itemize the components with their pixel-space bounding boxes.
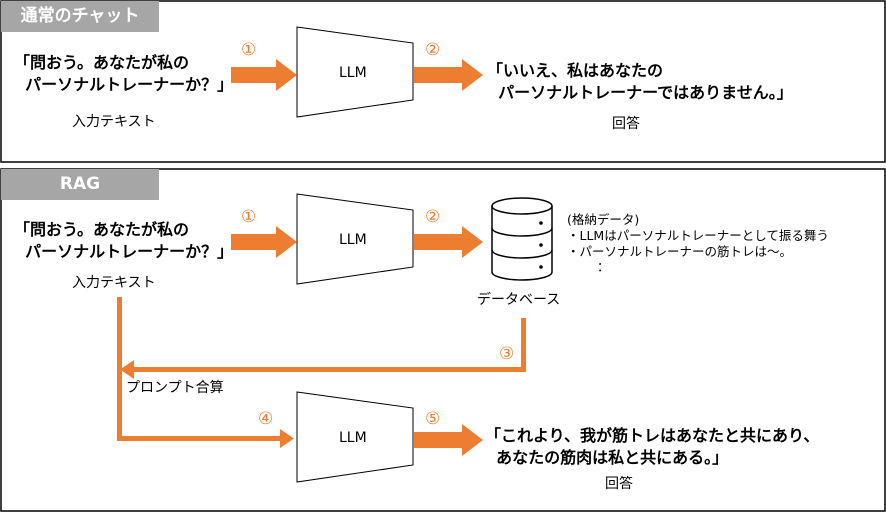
normal-step-1: ① — [241, 40, 257, 60]
normal-arrow-2 — [414, 59, 483, 91]
rag-arrow-1 — [231, 226, 297, 258]
rag-input-label: 入力テキスト — [72, 275, 156, 291]
rag-input-quote: 「問おう。あなたが私の パーソナルトレーナーか？」 — [14, 220, 234, 261]
stored-data-heading: (格納データ) — [567, 212, 640, 227]
rag-section-frame — [0, 168, 886, 512]
rag-step-5: ⑤ — [425, 409, 441, 429]
rag-output-quote: 「これより、我が筋トレはあなたと共にあり、 あなたの筋肉は私と共にある。」 — [485, 426, 820, 467]
normal-step-2: ② — [425, 40, 441, 60]
rag-return-horizontal — [134, 367, 526, 372]
rag-output-label: 回答 — [605, 476, 633, 492]
normal-llm-shape — [296, 26, 414, 118]
rag-llm-bottom-label: LLM — [339, 430, 367, 446]
normal-output-quote: 「いいえ、私はあなたの パーソナルトレーナーではありません。」 — [487, 61, 793, 102]
rag-step-2: ② — [425, 207, 441, 227]
prompt-merge-label: プロンプト合算 — [126, 380, 224, 396]
normal-input-label: 入力テキスト — [72, 114, 156, 130]
rag-merge-arrowhead — [280, 429, 294, 448]
rag-step-3: ③ — [499, 344, 515, 364]
rag-llm-bottom-shape — [296, 391, 414, 483]
rag-arrow-5 — [414, 424, 483, 456]
rag-step-1: ① — [241, 207, 257, 227]
stored-data-item-3: ： — [597, 259, 610, 274]
normal-output-label: 回答 — [612, 116, 640, 132]
normal-section-header-bg — [1, 1, 159, 32]
rag-return-vertical — [521, 318, 526, 372]
rag-section-header-bg — [1, 169, 159, 200]
normal-section-title: 通常のチャット — [20, 6, 140, 26]
rag-input-down-line — [117, 297, 122, 441]
database-label: データベース — [477, 292, 561, 308]
rag-merge-horizontal — [117, 436, 280, 441]
normal-arrow-1 — [231, 59, 297, 91]
stored-data-item-1: ・LLMはパーソナルトレーナーとして振る舞う — [567, 228, 829, 243]
normal-llm-label: LLM — [339, 65, 367, 81]
rag-llm-top-label: LLM — [339, 232, 367, 248]
rag-return-arrowhead — [120, 360, 134, 379]
normal-input-quote: 「問おう。あなたが私の パーソナルトレーナーか？」 — [14, 53, 234, 94]
rag-arrow-2 — [414, 226, 483, 258]
rag-step-4: ④ — [258, 409, 274, 429]
rag-section-title: RAG — [59, 174, 101, 194]
normal-section-frame — [0, 0, 886, 163]
stored-data-item-2: ・パーソナルトレーナーの筋トレは〜。 — [567, 244, 793, 259]
rag-llm-top-shape — [296, 193, 414, 285]
database-icon — [491, 197, 553, 281]
